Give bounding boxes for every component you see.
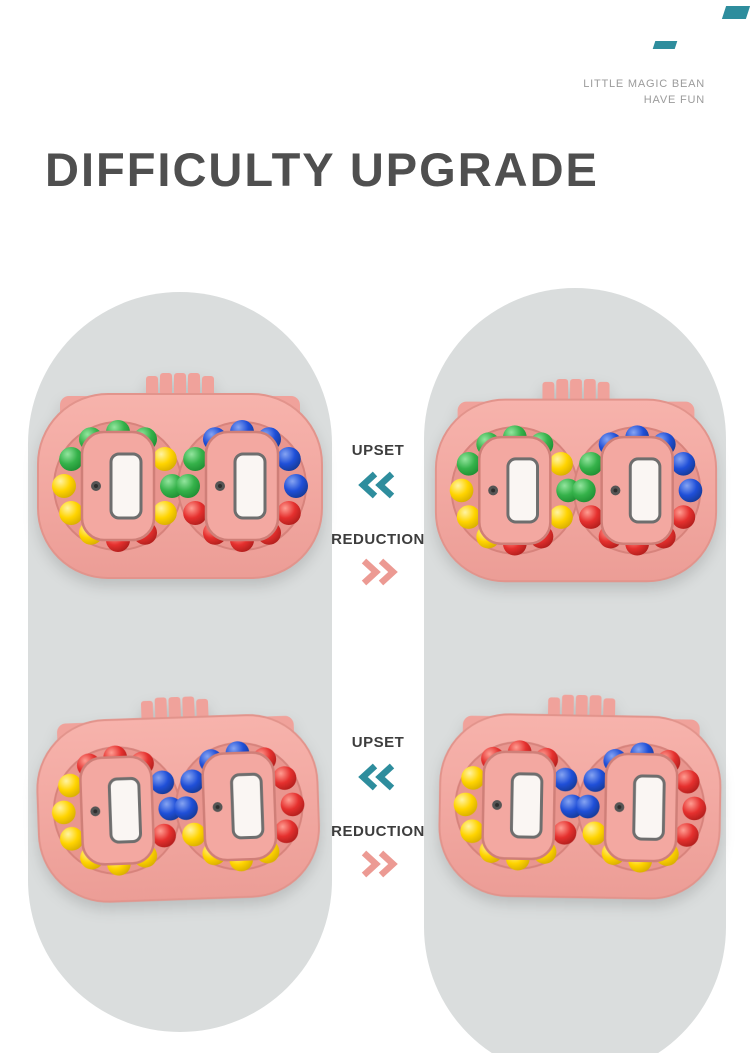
annotation-set-top: UPSET REDUCTION xyxy=(326,442,430,586)
annotation-set-bottom: UPSET REDUCTION xyxy=(326,734,430,878)
brand-tagline-line1: LITTLE MAGIC BEAN xyxy=(583,78,705,90)
double-chevron-right-icon xyxy=(355,850,401,878)
brand-tagline-line2: HAVE FUN xyxy=(643,94,705,106)
brand-tagline: LITTLE MAGIC BEAN HAVE FUN xyxy=(583,76,705,108)
upset-label: UPSET xyxy=(351,734,405,751)
toy-photo-top-right xyxy=(428,372,724,599)
toy-photo-bottom-left xyxy=(26,685,330,922)
reduction-label: REDUCTION xyxy=(331,823,425,840)
upset-label: UPSET xyxy=(351,442,405,459)
teal-dash-icon xyxy=(721,6,750,19)
page-title: DIFFICULTY UPGRADE xyxy=(45,143,599,196)
double-chevron-right-icon xyxy=(355,558,401,586)
toy-photo-top-left xyxy=(30,366,330,596)
reduction-label: REDUCTION xyxy=(331,531,425,548)
teal-dash-icon xyxy=(652,41,678,49)
double-chevron-left-icon xyxy=(355,471,401,499)
toy-photo-bottom-right xyxy=(430,685,730,917)
double-chevron-left-icon xyxy=(355,763,401,791)
